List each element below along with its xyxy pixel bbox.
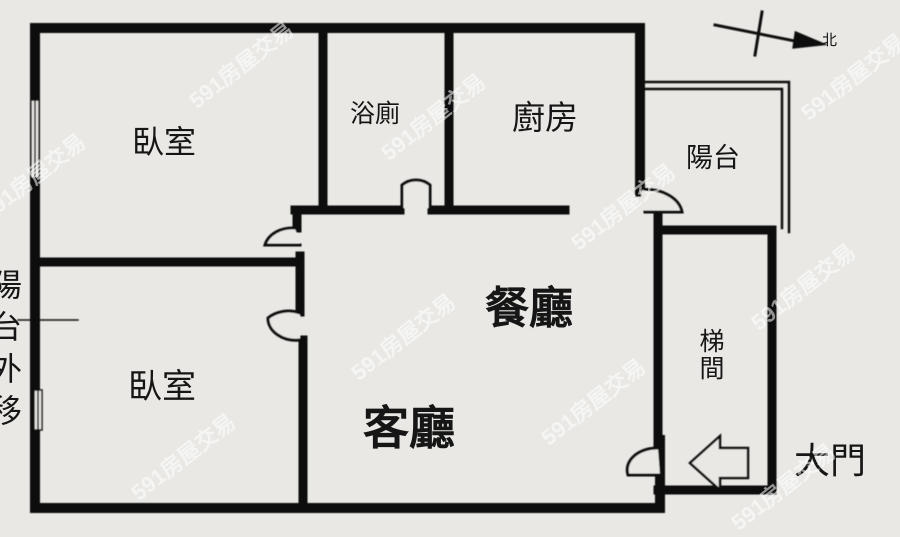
room-label-bathroom: 浴廁 — [350, 99, 401, 128]
room-label-dining-room: 餐廳 — [485, 283, 573, 334]
door-swings — [263, 178, 684, 477]
north-label: 北 — [822, 31, 838, 49]
room-label-living-room: 客廳 — [363, 401, 455, 455]
main-door-label: 大門 — [794, 441, 867, 482]
room-label-kitchen: 廚房 — [512, 98, 578, 137]
balcony-railing — [643, 80, 791, 234]
entrance-arrow — [688, 433, 750, 493]
room-label-stairwell: 梯間 — [696, 328, 725, 382]
north-compass-icon — [713, 10, 828, 57]
balcony-outside-label: 陽台外移 — [0, 268, 23, 436]
room-label-bedroom-1: 臥室 — [132, 123, 197, 161]
room-label-bedroom-2: 臥室 — [128, 367, 196, 407]
room-label-balcony: 陽台 — [686, 143, 740, 174]
floor-plan-drawing — [17, 10, 828, 513]
windows — [30, 99, 43, 431]
